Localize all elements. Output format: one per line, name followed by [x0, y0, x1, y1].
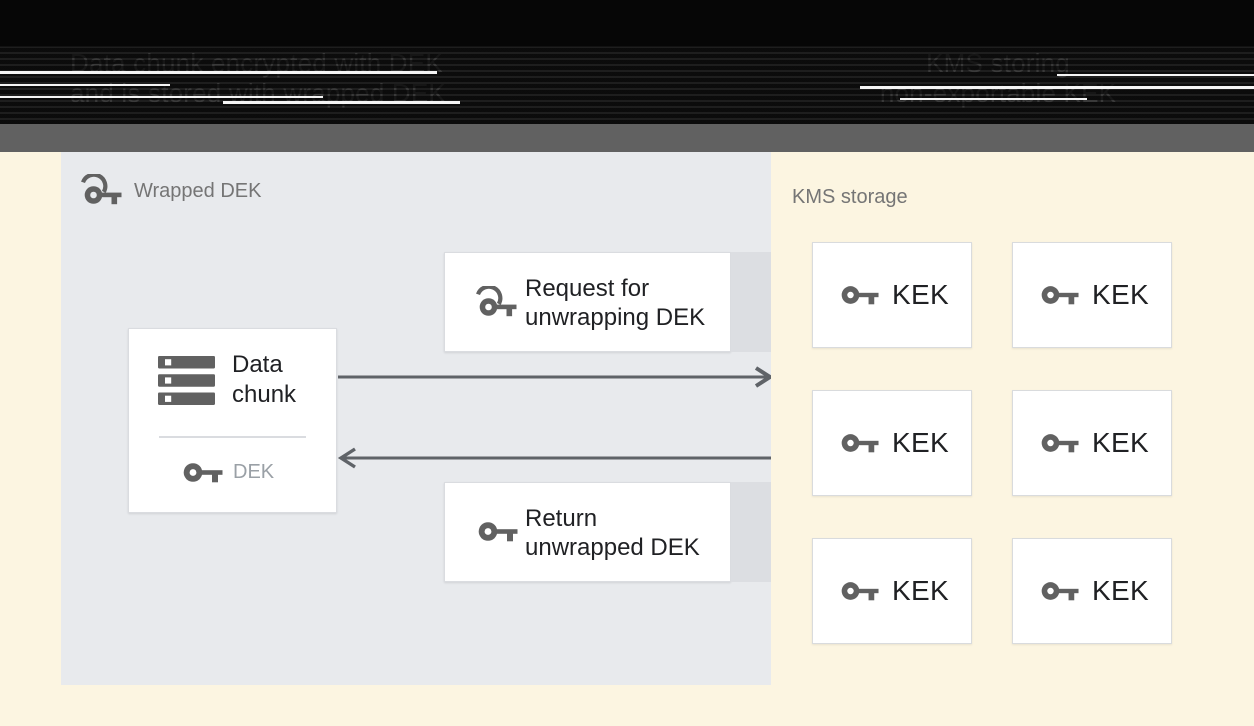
- wrapped-dek-panel: Wrapped DEK Data chunk: [61, 152, 771, 685]
- glitched-header: Data chunk encrypted with DEK and is sto…: [0, 0, 1254, 124]
- glitch-line: [0, 84, 170, 86]
- arrow-right: [338, 366, 771, 388]
- request-unwrap-label: Request for unwrapping DEK: [525, 274, 705, 332]
- glitch-line: [900, 98, 1087, 100]
- wrapped-dek-title-row: Wrapped DEK: [80, 174, 261, 208]
- kek-box: KEK: [1012, 242, 1172, 348]
- glitch-line: [0, 96, 323, 98]
- key-icon: [478, 522, 518, 542]
- dek-key-icon: [183, 463, 223, 483]
- glitch-line: [0, 71, 437, 74]
- key-icon: [841, 286, 879, 305]
- kek-label: KEK: [892, 279, 949, 310]
- return-unwrapped-label-line2: unwrapped DEK: [525, 534, 700, 561]
- data-chunk-label-line1: Data: [232, 351, 283, 378]
- return-unwrapped-label-line1: Return: [525, 505, 598, 532]
- glitch-line: [860, 86, 1254, 89]
- key-icon: [841, 434, 879, 453]
- kek-box: KEK: [812, 242, 972, 348]
- header-caption-right-line2: non-exportable KEK: [879, 78, 1117, 108]
- kek-box: KEK: [812, 538, 972, 644]
- request-unwrap-label-line1: Request for: [525, 275, 650, 302]
- dek-label: DEK: [233, 461, 275, 483]
- kms-storage-label: KMS storage: [792, 186, 908, 208]
- kek-label: KEK: [1092, 575, 1149, 606]
- return-unwrapped-box: Return unwrapped DEK: [444, 482, 731, 582]
- data-chunk-divider: [159, 436, 306, 438]
- data-chunk-label-line2: chunk: [232, 381, 297, 408]
- kek-label: KEK: [892, 575, 949, 606]
- kek-box: KEK: [812, 390, 972, 496]
- gray-divider-bar: [0, 124, 1254, 152]
- kek-box: KEK: [1012, 390, 1172, 496]
- data-chunk-storage-icon: [158, 356, 215, 405]
- data-chunk-label: Data chunk: [232, 350, 296, 410]
- kek-label: KEK: [1092, 279, 1149, 310]
- return-unwrapped-label: Return unwrapped DEK: [525, 504, 700, 562]
- key-icon: [1041, 286, 1079, 305]
- request-unwrap-label-line2: unwrapping DEK: [525, 304, 706, 331]
- header-caption-left: Data chunk encrypted with DEK and is sto…: [70, 48, 446, 108]
- wrapped-key-icon: [476, 286, 517, 317]
- key-icon: [1041, 582, 1079, 601]
- wrapped-key-icon: [81, 174, 122, 205]
- glitch-line: [223, 101, 460, 104]
- key-icon: [1041, 434, 1079, 453]
- glitch-line: [1057, 74, 1254, 76]
- arrow-left: [337, 447, 771, 469]
- wrapped-dek-label: Wrapped DEK: [134, 180, 262, 202]
- key-icon: [841, 582, 879, 601]
- kek-box: KEK: [1012, 538, 1172, 644]
- data-chunk-box: Data chunk DEK: [128, 328, 337, 513]
- kek-label: KEK: [1092, 427, 1149, 458]
- request-box-clipped-strip: [731, 252, 771, 352]
- return-box-clipped-strip: [731, 482, 771, 582]
- kek-label: KEK: [892, 427, 949, 458]
- request-unwrap-box: Request for unwrapping DEK: [444, 252, 731, 352]
